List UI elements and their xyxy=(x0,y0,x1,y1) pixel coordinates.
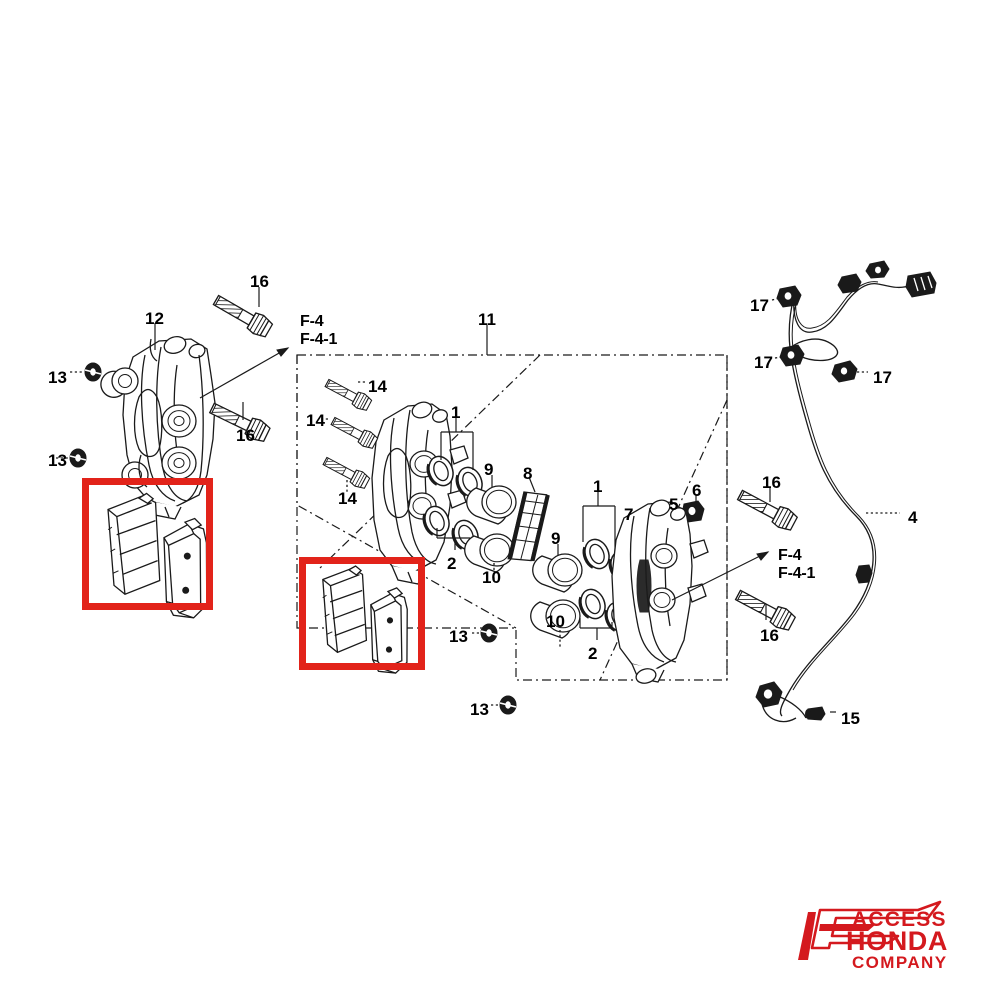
brake-pads-left xyxy=(107,492,208,619)
logo-artwork: ACCESS HONDA COMPANY xyxy=(798,900,948,972)
callout-17: 17 xyxy=(873,368,892,387)
logo-line-company: COMPANY xyxy=(852,953,947,972)
callout-17: 17 xyxy=(750,296,769,315)
piston-9-b xyxy=(532,553,583,593)
callout-13: 13 xyxy=(449,627,468,646)
piston-9-a xyxy=(466,485,517,525)
reference-label-line1: F-4 xyxy=(300,313,324,330)
callout-13: 13 xyxy=(470,700,489,719)
washer-13-left-upper xyxy=(84,362,102,382)
callout-4: 4 xyxy=(908,508,918,527)
bolt-16-upper-left xyxy=(210,290,275,341)
brake-pads-lower xyxy=(322,565,408,674)
callout-14: 14 xyxy=(338,489,357,508)
shim-8 xyxy=(507,491,550,562)
callout-1: 1 xyxy=(593,477,603,496)
seal-2-c xyxy=(575,584,611,624)
callout-1: 1 xyxy=(451,403,461,422)
reference-label-line2: F-4-1 xyxy=(300,330,338,348)
piston-10-a xyxy=(464,533,515,573)
bolt-14-c xyxy=(320,453,372,492)
callout-2: 2 xyxy=(588,644,598,663)
group-boundary-11 xyxy=(296,354,728,681)
callout-2: 2 xyxy=(447,554,457,573)
seal-1-c xyxy=(579,534,615,574)
abs-sensor-harness xyxy=(755,260,937,723)
reference-label-line1: F-4 xyxy=(778,547,802,564)
highlight-box-pad-kit-lower xyxy=(299,557,425,670)
callout-13: 13 xyxy=(48,368,67,387)
bolt-14-a xyxy=(322,375,374,414)
callout-16: 16 xyxy=(760,626,779,645)
callout-9: 9 xyxy=(484,460,494,479)
callout-16: 16 xyxy=(236,426,255,445)
callout-12: 12 xyxy=(145,309,164,328)
callout-13: 13 xyxy=(48,451,67,470)
callout-16: 16 xyxy=(250,272,269,291)
sensor-bracket xyxy=(755,681,807,723)
washer-13-left-lower xyxy=(69,448,87,468)
logo-line-access: ACCESS xyxy=(852,908,947,931)
clip-17-a xyxy=(776,285,802,308)
callout-9: 9 xyxy=(551,529,561,548)
wing-f-mark xyxy=(798,900,942,960)
callout-7: 7 xyxy=(624,505,634,524)
clip-17-c xyxy=(831,360,858,383)
access-honda-company-logo: ACCESS HONDA COMPANY xyxy=(790,898,990,974)
bolt-14-b xyxy=(328,413,380,452)
callout-10: 10 xyxy=(482,568,501,587)
callout-16: 16 xyxy=(762,473,781,492)
callout-14: 14 xyxy=(368,377,387,396)
callout-15: 15 xyxy=(841,709,860,728)
clip-17-b xyxy=(779,344,805,367)
bolt-15 xyxy=(805,706,826,721)
washer-13-d xyxy=(499,695,517,715)
callout-5: 5 xyxy=(669,495,679,514)
washer-13-c xyxy=(480,623,498,643)
reference-label-line2: F-4-1 xyxy=(778,564,816,582)
bolt-16-upper-right xyxy=(734,485,800,534)
callout-17: 17 xyxy=(754,353,773,372)
caliper-right xyxy=(611,499,709,684)
logo-line-honda: HONDA xyxy=(846,926,948,956)
callout-11: 11 xyxy=(478,310,496,329)
callout-14: 14 xyxy=(306,411,325,430)
callout-6: 6 xyxy=(692,481,702,500)
callout-8: 8 xyxy=(523,464,533,483)
highlight-box-pad-kit-left xyxy=(82,478,213,610)
callout-10: 10 xyxy=(546,612,565,631)
